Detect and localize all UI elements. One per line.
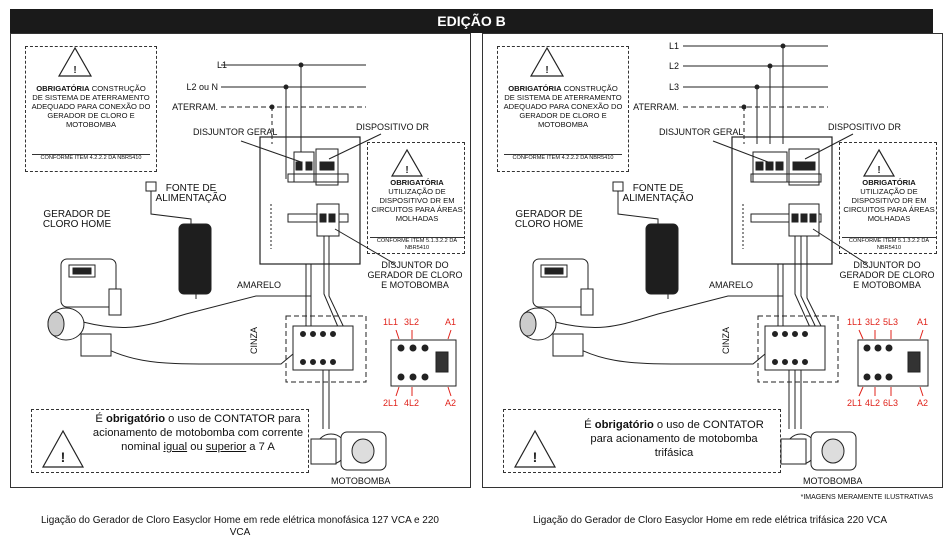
- panel-single-phase: !!! L1 L2 ou N ATERRAM. OBRIGATÓRIA CONS…: [10, 33, 471, 488]
- dr-warning-ref: CONFORME ITEM 5.1.3.2.2 DA NBR5410: [370, 237, 464, 251]
- pump-breaker-label: DISJUNTOR DO GERADOR DE CLORO E MOTOBOMB…: [839, 260, 935, 290]
- contactor-terminal: 4L2: [865, 398, 881, 408]
- contactor-warning-text: É obrigatório o uso de CONTATOR para aci…: [584, 419, 764, 459]
- contactor-warning-box: É obrigatório o uso de CONTATOR para aci…: [503, 409, 781, 473]
- contactor-terminal: 2L1: [383, 398, 399, 408]
- contactor-terminal: A2: [917, 398, 929, 408]
- gray-wire-label: CINZA: [249, 327, 259, 354]
- edition-title: EDIÇÃO B: [437, 13, 506, 29]
- pump-label: MOTOBOMBA: [803, 476, 863, 486]
- dr-warning-text: OBRIGATÓRIA UTILIZAÇÃO DE DISPOSITIVO DR…: [843, 178, 935, 223]
- contactor-terminal: A2: [445, 398, 457, 408]
- wiring-drawing: !!!: [513, 43, 929, 471]
- contactor-terminal: 3L2: [404, 317, 420, 327]
- illustrative-disclaimer: *IMAGENS MERAMENTE ILUSTRATIVAS: [800, 494, 933, 501]
- contactor-terminal: A1: [917, 317, 929, 327]
- dr-warning-text: OBRIGATÓRIA UTILIZAÇÃO DE DISPOSITIVO DR…: [371, 178, 463, 223]
- contactor-terminal: 5L3: [883, 317, 899, 327]
- contactor-terminal: 1L1: [847, 317, 863, 327]
- line-l1-label: L1: [216, 60, 227, 70]
- main-breaker-label: DISJUNTOR GERAL: [659, 127, 744, 137]
- svg-text:!: !: [61, 449, 66, 465]
- ground-warning-ref: CONFORME ITEM 4.2.2.2 DA NBR5410: [32, 154, 150, 162]
- yellow-wire-label: AMARELO: [237, 280, 282, 290]
- ground-warning-ref: CONFORME ITEM 4.2.2.2 DA NBR5410: [504, 154, 622, 162]
- contactor-terminal: 3L2: [865, 317, 881, 327]
- caption-single-phase: Ligação do Gerador de Cloro Easyclor Hom…: [41, 515, 439, 538]
- svg-text:!: !: [545, 65, 548, 76]
- wiring-drawing: !!!: [41, 46, 457, 471]
- line-l3-label: L3: [668, 82, 679, 92]
- dr-warning-box: OBRIGATÓRIA UTILIZAÇÃO DE DISPOSITIVO DR…: [367, 142, 465, 254]
- contactor-terminal: 6L3: [883, 398, 899, 408]
- contactor-terminal: 4L2: [404, 398, 420, 408]
- ground-warning-box: OBRIGATÓRIA CONSTRUÇÃO DE SISTEMA DE ATE…: [497, 46, 629, 172]
- edition-header: EDIÇÃO B: [10, 9, 933, 33]
- pump-breaker-label: DISJUNTOR DO GERADOR DE CLORO E MOTOBOMB…: [367, 260, 463, 290]
- contactor-terminal: A1: [445, 317, 457, 327]
- dr-device-label: DISPOSITIVO DR: [828, 122, 902, 132]
- generator-label: GERADOR DE CLORO HOME: [42, 209, 112, 230]
- svg-text:!: !: [405, 165, 408, 176]
- line-l2-label: L2: [668, 61, 679, 71]
- power-supply-label: FONTE DE ALIMENTAÇÃO: [155, 183, 227, 204]
- svg-text:!: !: [533, 449, 538, 465]
- gray-wire-label: CINZA: [721, 327, 731, 354]
- power-supply-label: FONTE DE ALIMENTAÇÃO: [622, 183, 694, 204]
- panel-three-phase: !!! L1 L2 L3 ATERRAM. OBRIGATÓRIA CONSTR…: [482, 33, 943, 488]
- contactor-terminal: 1L1: [383, 317, 399, 327]
- ground-warning-box: OBRIGATÓRIA CONSTRUÇÃO DE SISTEMA DE ATE…: [25, 46, 157, 172]
- dr-device-label: DISPOSITIVO DR: [356, 122, 430, 132]
- dr-warning-ref: CONFORME ITEM 5.1.3.2.2 DA NBR5410: [842, 237, 936, 251]
- svg-text:!: !: [877, 165, 880, 176]
- main-breaker-label: DISJUNTOR GERAL: [193, 127, 278, 137]
- ground-line-label: ATERRAM.: [172, 102, 218, 112]
- yellow-wire-label: AMARELO: [709, 280, 754, 290]
- caption-three-phase: Ligação do Gerador de Cloro Easyclor Hom…: [532, 515, 888, 526]
- line-l1-label: L1: [668, 41, 679, 51]
- contactor-terminal: 2L1: [847, 398, 863, 408]
- dr-warning-box: OBRIGATÓRIA UTILIZAÇÃO DE DISPOSITIVO DR…: [839, 142, 937, 254]
- ground-warning-text: OBRIGATÓRIA CONSTRUÇÃO DE SISTEMA DE ATE…: [503, 84, 623, 129]
- ground-line-label: ATERRAM.: [633, 102, 679, 112]
- contactor-warning-box: É obrigatório o uso de CONTATOR para aci…: [31, 409, 309, 473]
- ground-warning-text: OBRIGATÓRIA CONSTRUÇÃO DE SISTEMA DE ATE…: [31, 84, 151, 129]
- pump-label: MOTOBOMBA: [331, 476, 391, 486]
- contactor-warning-text: É obrigatório o uso de CONTATOR para aci…: [92, 413, 304, 453]
- svg-text:!: !: [73, 65, 76, 76]
- generator-label: GERADOR DE CLORO HOME: [514, 209, 584, 230]
- line-l2n-label: L2 ou N: [186, 82, 218, 92]
